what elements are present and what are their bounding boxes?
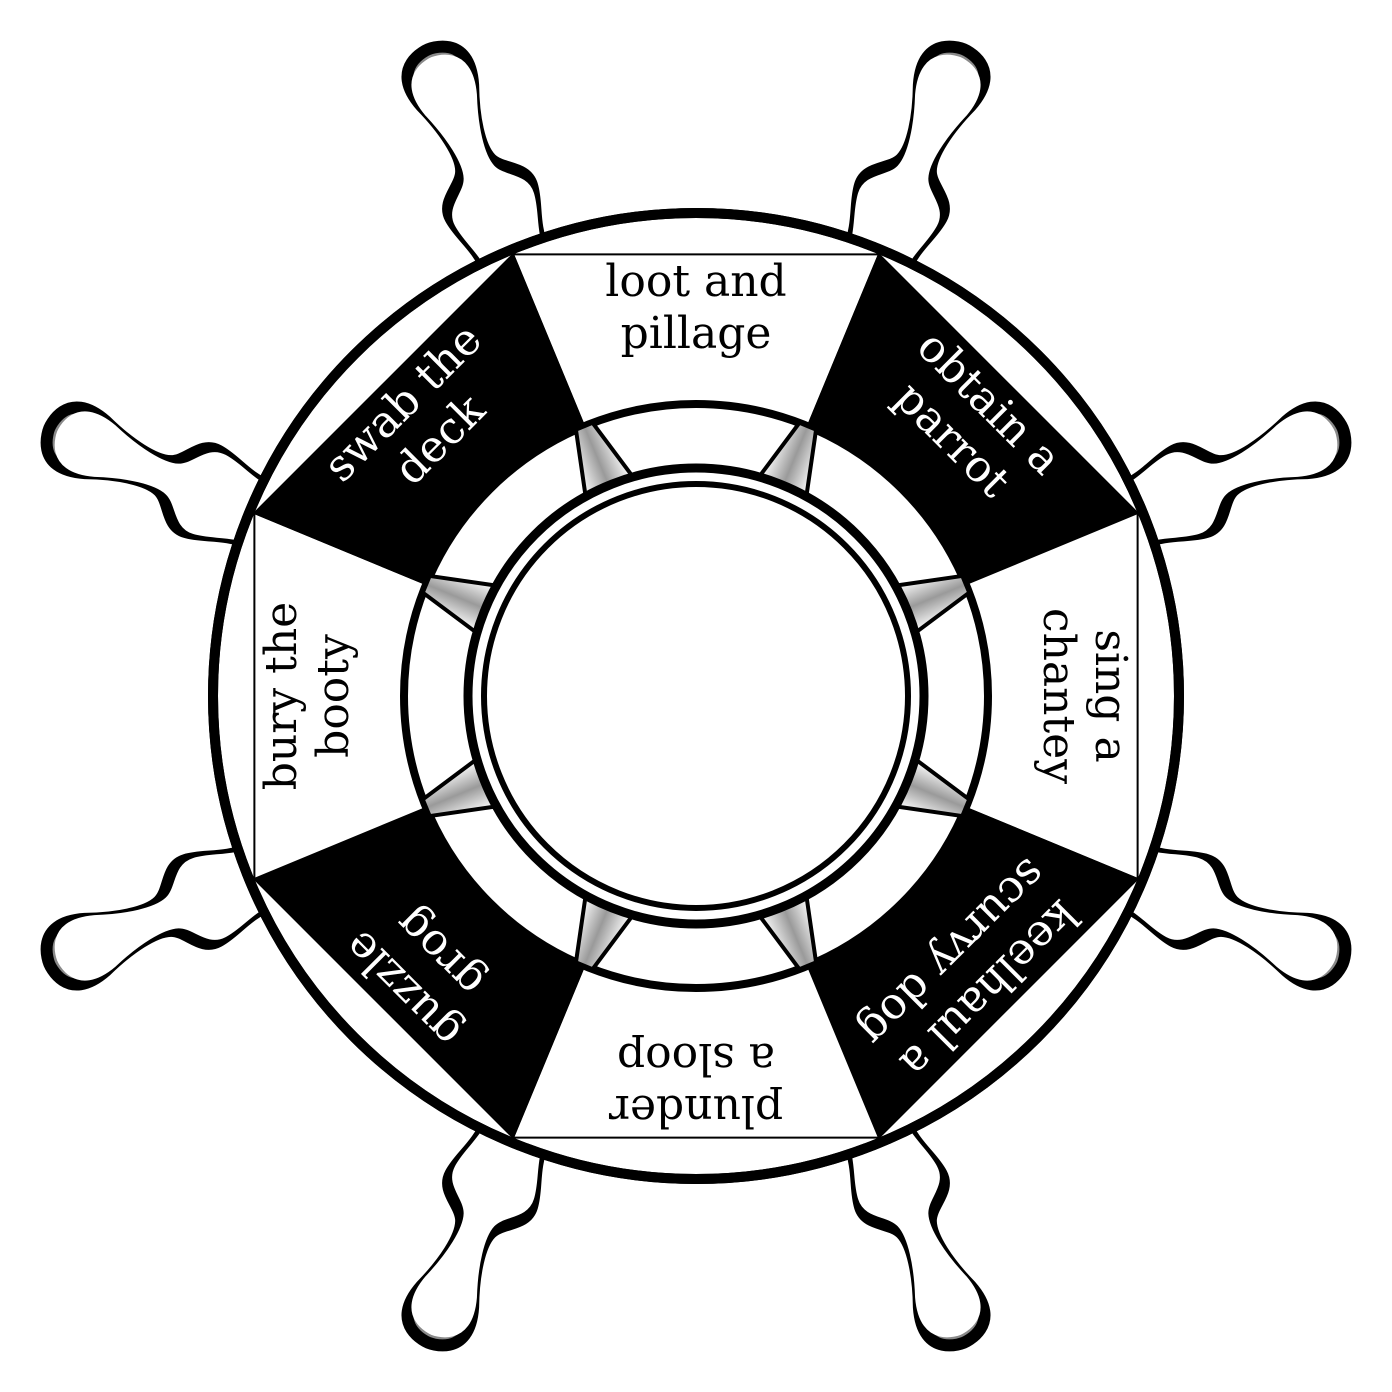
wheel-handle (1110, 842, 1352, 991)
segment-label-line: sing a (1086, 629, 1137, 762)
segment-label-line: bury the (256, 602, 307, 790)
segment-label-6: bury thebooty (256, 602, 359, 790)
wheel-handle (40, 842, 282, 991)
segment-label-line: pillage (621, 308, 772, 359)
segment-label-line: plunder (608, 1086, 783, 1137)
segment-label-4: plundera sloop (608, 1034, 783, 1137)
segment-label-line: loot and (605, 256, 786, 307)
wheel-handles (40, 40, 1352, 1352)
wheel-handle (40, 401, 282, 550)
hub-ring-inner (481, 481, 911, 911)
segment-label-line: chantey (1034, 608, 1085, 784)
segment-label-line: a sloop (617, 1034, 775, 1085)
wheel-handle (1110, 401, 1352, 550)
wheel-handle (842, 40, 991, 282)
wheel-handle (842, 1110, 991, 1352)
wheel-handle (401, 1110, 550, 1352)
wheel-handle (401, 40, 550, 282)
segment-label-line: booty (308, 634, 359, 758)
segment-label-2: sing achantey (1034, 608, 1137, 784)
